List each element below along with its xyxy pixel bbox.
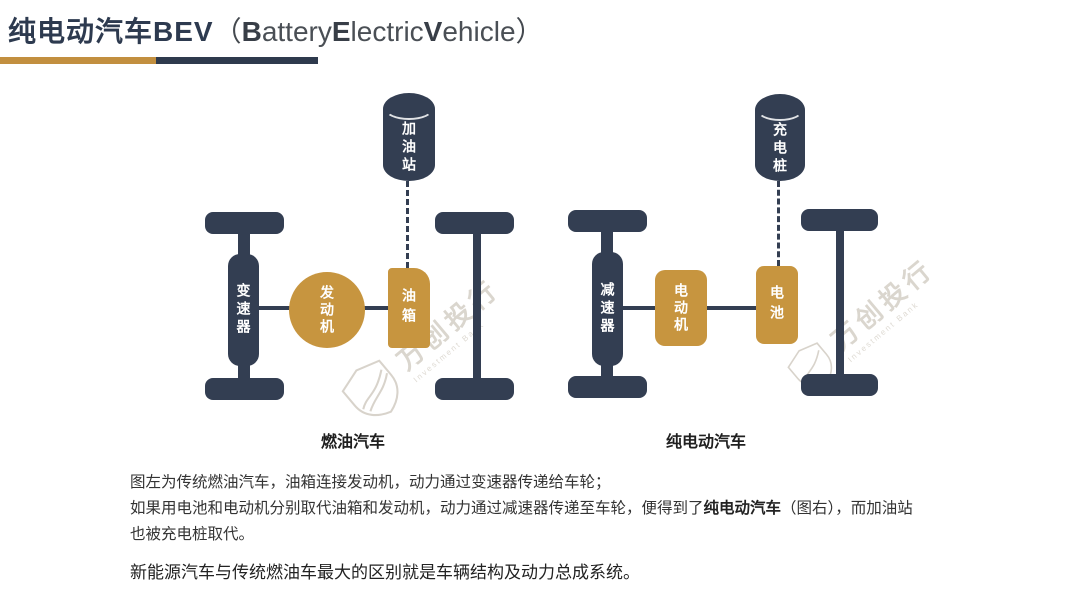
title-rest-ehicle: ehicle bbox=[442, 16, 516, 47]
fuel-station-dashed-connector bbox=[406, 181, 409, 268]
engine-label: 发动机 bbox=[319, 284, 335, 336]
cylinder-lid-icon bbox=[756, 97, 804, 121]
cylinder-lid-icon bbox=[384, 96, 434, 120]
wheel bbox=[568, 376, 647, 398]
motor-box: 电动机 bbox=[655, 270, 707, 346]
reducer-box: 减速器 bbox=[592, 252, 623, 366]
conclusion-text: 新能源汽车与传统燃油车最大的区别就是车辆结构及动力总成系统。 bbox=[130, 563, 640, 582]
transmission-box: 变速器 bbox=[228, 254, 259, 366]
axle bbox=[473, 232, 481, 380]
battery-box: 电池 bbox=[756, 266, 798, 344]
axle-stub bbox=[601, 231, 613, 254]
shield-logo-icon bbox=[341, 359, 399, 417]
wheel bbox=[435, 212, 514, 234]
fuel-vehicle-caption: 燃油汽车 bbox=[320, 434, 385, 451]
reducer-label: 减速器 bbox=[599, 282, 616, 336]
body-line2-post: （图右），而加油站 bbox=[781, 500, 913, 517]
motor-label: 电动机 bbox=[673, 282, 689, 334]
wheel bbox=[568, 210, 647, 232]
axle bbox=[836, 229, 844, 376]
watermark-en: Investment Bank bbox=[846, 299, 921, 365]
wheel bbox=[801, 374, 878, 396]
body-paragraph: 图左为传统燃油汽车，油箱连接发动机，动力通过变速器传递给车轮； 如果用电池和电动机… bbox=[130, 470, 970, 548]
axle-stub bbox=[238, 363, 250, 381]
title-paren-close: ） bbox=[515, 16, 544, 47]
fuel-tank-box: 油箱 bbox=[388, 268, 430, 348]
title-rest-attery: attery bbox=[261, 16, 332, 47]
body-line2-bold: 纯电动汽车 bbox=[703, 500, 782, 517]
transmission-label: 变速器 bbox=[235, 283, 252, 337]
title-paren-open: （ bbox=[213, 16, 242, 47]
wheel bbox=[801, 209, 878, 231]
title-rest-lectric: lectric bbox=[350, 16, 424, 47]
engine-circle: 发动机 bbox=[289, 272, 365, 348]
fuel-station-cylinder: 加油站 bbox=[383, 93, 435, 181]
body-line3: 也被充电桩取代。 bbox=[130, 526, 255, 543]
title-cap-v: V bbox=[423, 16, 443, 47]
axle-stub bbox=[238, 233, 250, 257]
title-cap-b: B bbox=[241, 16, 262, 47]
title-cap-e: E bbox=[331, 16, 351, 47]
wheel bbox=[205, 378, 284, 400]
charging-pile-label: 充电桩 bbox=[772, 122, 788, 176]
title-chinese: 纯电动汽车BEV bbox=[8, 16, 214, 47]
fuel-tank-label: 油箱 bbox=[401, 288, 417, 328]
title-underline-navy bbox=[156, 57, 318, 64]
charging-pile-dashed-connector bbox=[777, 181, 780, 266]
title-underline-gold bbox=[0, 57, 156, 64]
fuel-station-label: 加油站 bbox=[401, 121, 417, 175]
battery-label: 电池 bbox=[769, 285, 785, 325]
wheel bbox=[435, 378, 514, 400]
wheel bbox=[205, 212, 284, 234]
page-title: 纯电动汽车BEV（BatteryElectricVehicle） bbox=[8, 10, 544, 50]
axle-stub bbox=[601, 363, 613, 379]
body-line1: 图左为传统燃油汽车，油箱连接发动机，动力通过变速器传递给车轮； bbox=[130, 474, 611, 491]
charging-pile-cylinder: 充电桩 bbox=[755, 94, 805, 181]
body-line2-pre: 如果用电池和电动机分别取代油箱和发动机，动力通过减速器传递至车轮，便得到了 bbox=[130, 500, 704, 517]
electric-vehicle-caption: 纯电动汽车 bbox=[665, 434, 746, 451]
